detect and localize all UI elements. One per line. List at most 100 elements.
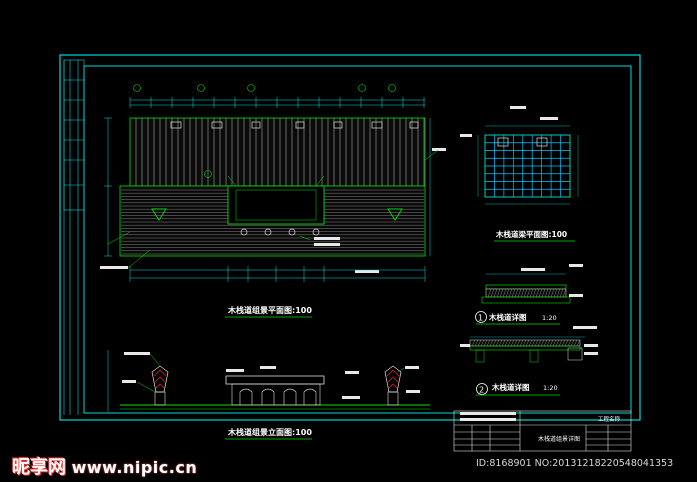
detail-hatch <box>525 339 530 347</box>
joist-plan <box>460 106 579 205</box>
plan-title: 木栈道组景平面图:100 <box>227 305 312 315</box>
title-block-project: 工程名称 <box>598 415 621 423</box>
plan-view <box>100 84 446 282</box>
detail-hatch <box>498 339 503 347</box>
detail-hatch <box>499 288 504 298</box>
detail-hatch <box>516 339 521 347</box>
detail-hatch <box>519 339 524 347</box>
detail-hatch <box>546 339 551 347</box>
plan-central-platform <box>227 185 325 225</box>
detail-1-number: 1 <box>478 314 483 323</box>
detail-hatch <box>523 288 528 298</box>
detail-hatch <box>555 339 560 347</box>
detail-hatch <box>570 339 575 347</box>
elevation-tree-right <box>384 365 402 406</box>
plan-bollards <box>240 228 320 236</box>
detail-hatch <box>505 288 510 298</box>
detail-1-number-circle <box>475 311 487 323</box>
plan-side-dimensions <box>104 117 431 257</box>
plan-bottom-dimensions <box>129 266 426 282</box>
detail-hatch <box>543 339 548 347</box>
detail-2-number: 2 <box>479 386 484 395</box>
joist-post-2 <box>536 137 548 147</box>
detail-hatch <box>573 339 578 347</box>
elevation-tree-left <box>151 365 169 406</box>
detail-hatch <box>511 288 516 298</box>
detail-1-scale: 1:20 <box>542 314 557 322</box>
detail-hatch <box>535 288 540 298</box>
detail-hatch <box>517 288 522 298</box>
title-block <box>453 410 632 452</box>
detail-hatch <box>553 288 558 298</box>
outer-frame <box>59 54 641 421</box>
detail-hatch <box>513 339 518 347</box>
detail-hatch <box>486 339 491 347</box>
planter-triangle-right <box>387 208 403 221</box>
plan-posts <box>170 121 419 129</box>
detail-hatch <box>531 339 536 347</box>
detail-hatch <box>508 288 513 298</box>
detail-hatch <box>567 339 572 347</box>
detail-hatch <box>490 288 495 298</box>
detail-1-title: 木栈道详图 <box>488 312 527 322</box>
detail-hatch <box>492 339 497 347</box>
detail-hatch <box>547 288 552 298</box>
joist-post-1 <box>497 137 509 147</box>
detail-hatch <box>502 288 507 298</box>
detail-hatch <box>496 288 501 298</box>
detail-hatch <box>477 339 482 347</box>
elevation-pavilion-roof <box>225 375 325 385</box>
planter-triangle-left <box>151 208 167 221</box>
detail-hatch <box>501 339 506 347</box>
detail-2-scale: 1:20 <box>543 384 558 392</box>
plan-central-inner <box>235 189 317 221</box>
detail-hatch <box>558 339 563 347</box>
watermark-id: ID:8168901 NO:20131218220548041353 <box>476 458 674 469</box>
detail-hatch <box>564 339 569 347</box>
detail-hatch <box>526 288 531 298</box>
detail-hatch <box>561 339 566 347</box>
detail-hatch <box>514 288 519 298</box>
detail-2 <box>460 326 598 363</box>
binding-strip <box>63 59 85 415</box>
plan-leader-labels <box>100 148 446 273</box>
detail-hatch <box>522 339 527 347</box>
detail-hatch <box>520 288 525 298</box>
elevation-title: 木栈道组景立面图:100 <box>227 427 312 437</box>
title-block-drawing-name: 木栈道组景详图 <box>538 435 580 443</box>
detail-hatch <box>487 288 492 298</box>
joist-plan-title: 木栈道梁平面图:100 <box>495 229 567 239</box>
detail-1 <box>481 264 583 304</box>
detail-hatch <box>544 288 549 298</box>
detail-hatch <box>480 339 485 347</box>
detail-2-number-circle <box>476 383 488 395</box>
elevation-view <box>107 350 430 412</box>
detail-hatch <box>528 339 533 347</box>
plan-board-lines <box>135 118 425 186</box>
detail-hatch <box>474 339 479 347</box>
detail-hatch <box>489 339 494 347</box>
detail-hatch <box>562 288 567 298</box>
detail-hatch <box>493 288 498 298</box>
detail-hatch <box>529 288 534 298</box>
detail-hatch <box>507 339 512 347</box>
watermark: 昵享网 www.nipic.cn <box>12 453 197 479</box>
detail-hatch <box>538 288 543 298</box>
plan-top-dimensions <box>129 97 425 108</box>
watermark-site[interactable]: www.nipic.cn <box>71 458 198 477</box>
inner-frame <box>83 65 632 414</box>
detail-hatch <box>540 339 545 347</box>
detail-hatch <box>552 339 557 347</box>
detail-hatch <box>510 339 515 347</box>
watermark-logo: 昵享网 <box>12 457 66 478</box>
detail-hatch <box>504 339 509 347</box>
detail-hatch <box>471 339 476 347</box>
detail-hatch <box>532 288 537 298</box>
detail-hatch <box>559 288 564 298</box>
detail-2-title: 木栈道详图 <box>491 382 530 392</box>
detail-hatch <box>483 339 488 347</box>
detail-hatch <box>550 288 555 298</box>
detail-hatch <box>576 339 581 347</box>
detail-hatch <box>537 339 542 347</box>
